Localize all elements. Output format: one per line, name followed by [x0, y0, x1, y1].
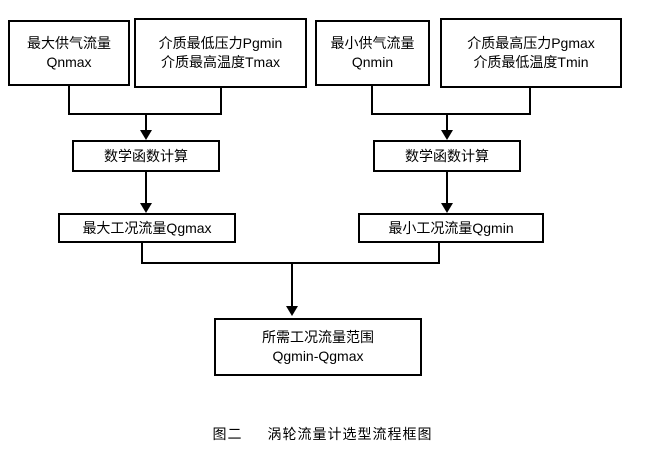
node-math-function-left[interactable]: 数学函数计算: [72, 140, 220, 172]
node-max-supply-flow-line1: 最大供气流量: [27, 35, 111, 52]
node-max-supply-flow-line2: Qnmax: [46, 54, 92, 70]
node-min-pressure-max-temp-line1: 介质最低压力Pgmin: [158, 35, 283, 52]
node-math-function-right[interactable]: 数学函数计算: [373, 140, 521, 172]
node-required-flow-range[interactable]: 所需工况流量范围 Qgmin-Qgmax: [214, 318, 422, 376]
node-max-pressure-min-temp[interactable]: 介质最高压力Pgmax 介质最低温度Tmin: [440, 18, 622, 88]
node-math-function-left-label: 数学函数计算: [104, 147, 188, 164]
node-min-pressure-max-temp[interactable]: 介质最低压力Pgmin 介质最高温度Tmax: [134, 18, 307, 88]
figure-caption: 图二 涡轮流量计选型流程框图: [0, 424, 645, 444]
edge-qnmin-drop: [371, 86, 373, 115]
node-min-supply-flow-line2: Qnmin: [351, 54, 394, 70]
edge-final-merge-bar: [141, 262, 440, 264]
edge-right-merge-bar: [371, 113, 531, 115]
edge-final-merge-shaft: [291, 262, 293, 308]
node-max-supply-flow[interactable]: 最大供气流量 Qnmax: [8, 20, 130, 86]
arrow-into-math-function-left: [140, 130, 152, 140]
node-math-function-right-label: 数学函数计算: [405, 147, 489, 164]
node-min-working-flow[interactable]: 最小工况流量Qgmin: [358, 213, 544, 243]
arrow-into-min-working-flow: [441, 203, 453, 213]
edge-qgmin-drop: [438, 243, 440, 264]
figure-caption-label: 图二: [212, 427, 243, 443]
edge-left-merge-shaft: [145, 113, 147, 132]
edge-pgmax-drop: [529, 88, 531, 115]
node-min-supply-flow[interactable]: 最小供气流量 Qnmin: [315, 20, 430, 86]
arrow-into-max-working-flow: [140, 203, 152, 213]
edge-qnmax-drop: [68, 86, 70, 115]
node-max-pressure-min-temp-line1: 介质最高压力Pgmax: [467, 35, 595, 52]
node-min-pressure-max-temp-line2: 介质最高温度Tmax: [161, 54, 280, 70]
edge-right-merge-shaft: [446, 113, 448, 132]
edge-qgmax-drop: [141, 243, 143, 264]
node-min-working-flow-label: 最小工况流量Qgmin: [388, 219, 514, 236]
node-required-flow-range-line1: 所需工况流量范围: [262, 329, 374, 346]
node-required-flow-range-line2: Qgmin-Qgmax: [272, 348, 364, 364]
node-max-working-flow-label: 最大工况流量Qgmax: [82, 219, 212, 236]
node-max-pressure-min-temp-line2: 介质最低温度Tmin: [473, 54, 589, 70]
figure-caption-title: 涡轮流量计选型流程框图: [267, 427, 433, 443]
edge-calc-right-to-qgmin: [446, 172, 448, 205]
arrow-into-math-function-right: [441, 130, 453, 140]
node-max-working-flow[interactable]: 最大工况流量Qgmax: [58, 213, 236, 243]
arrow-into-required-flow-range: [286, 306, 298, 316]
edge-calc-left-to-qgmax: [145, 172, 147, 205]
edge-pgmin-drop: [220, 88, 222, 115]
node-min-supply-flow-line1: 最小供气流量: [330, 35, 415, 52]
